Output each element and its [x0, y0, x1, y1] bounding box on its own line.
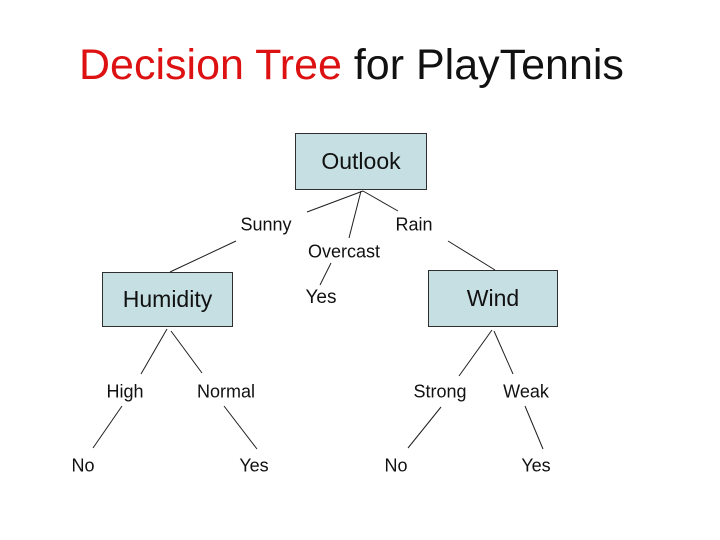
branch-label-sunny: Sunny — [240, 214, 292, 235]
slide-title: Decision Tree for PlayTennis — [79, 41, 624, 89]
leaf-label-no-4: No — [384, 455, 408, 476]
tree-edge — [319, 262, 332, 286]
tree-edge — [170, 330, 203, 374]
tree-edge — [92, 405, 123, 449]
branch-label-normal: Normal — [196, 381, 256, 402]
branch-label-rain: Rain — [395, 214, 433, 235]
tree-edge — [169, 240, 237, 273]
tree-edge — [524, 405, 544, 450]
tree-edge — [407, 406, 442, 449]
tree-node-wind: Wind — [428, 270, 558, 327]
leaf-label-yes-1: Yes — [305, 287, 337, 308]
branch-label-weak: Weak — [503, 381, 549, 402]
tree-edge — [493, 330, 514, 375]
leaf-label-yes-3: Yes — [239, 455, 269, 476]
slide-title-part-1: Decision Tree — [79, 41, 354, 89]
branch-label-high: High — [106, 381, 144, 402]
tree-edge — [447, 240, 496, 271]
tree-edge — [306, 190, 364, 213]
branch-label-strong: Strong — [413, 381, 467, 402]
slide-title-part-2: for PlayTennis — [353, 41, 624, 89]
tree-edge — [223, 405, 258, 450]
tree-node-outlook: Outlook — [295, 133, 427, 190]
tree-edge — [348, 190, 362, 239]
leaf-label-no-2: No — [71, 455, 95, 476]
branch-label-overcast: Overcast — [307, 241, 381, 262]
tree-node-humidity: Humidity — [102, 272, 233, 327]
tree-edge — [362, 190, 399, 212]
tree-edge — [140, 328, 168, 375]
leaf-label-yes-5: Yes — [521, 455, 551, 476]
tree-edge — [458, 329, 493, 377]
